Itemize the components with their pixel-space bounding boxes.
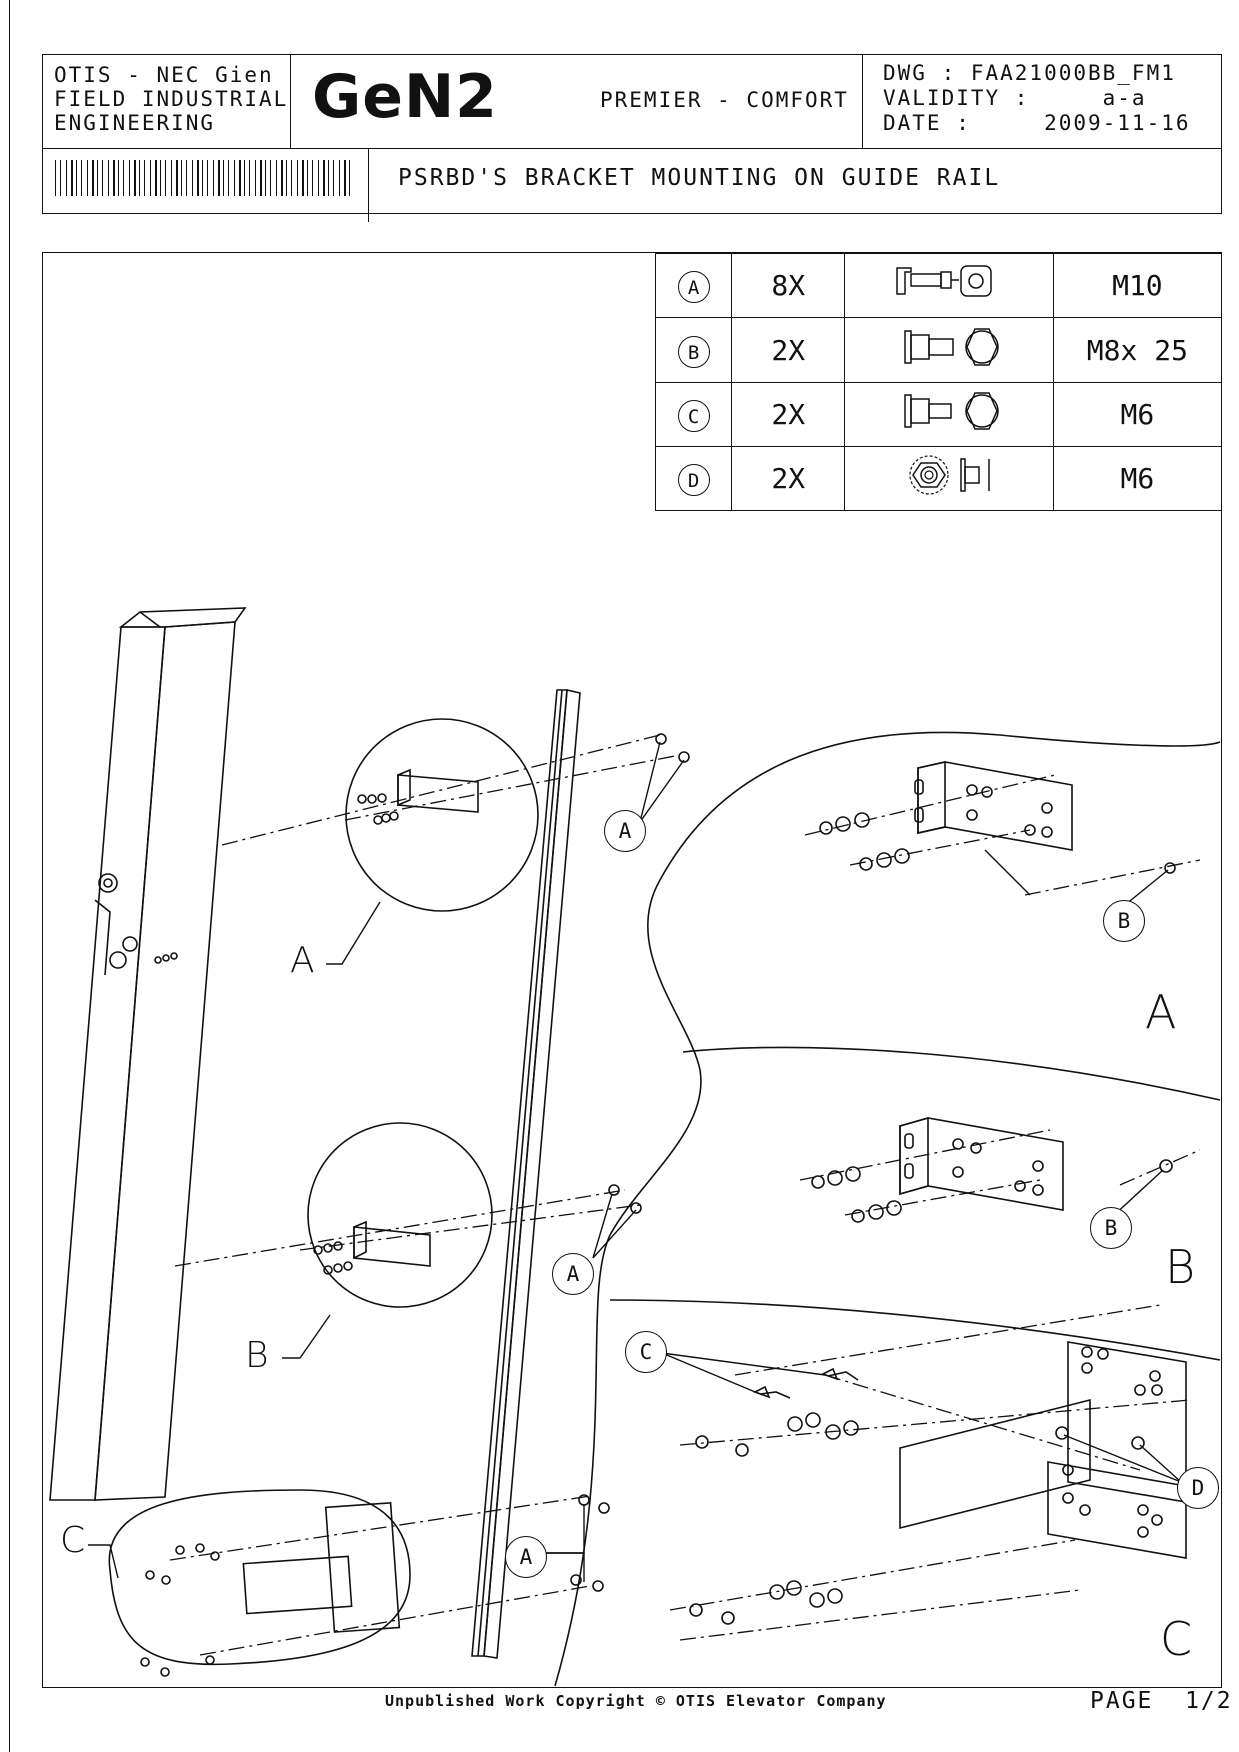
detail-outline-c [108, 1489, 411, 1666]
leader-c [88, 1544, 119, 1579]
part-spec: M8x 25 [1052, 317, 1223, 383]
parts-row: B 2X M8x 25 [654, 317, 1223, 383]
callout-b-detail-b: B [1090, 1207, 1132, 1249]
barcode-icon [55, 160, 350, 196]
region-divider [554, 879, 702, 1687]
parts-row: C 2X M6 [654, 382, 1223, 447]
copyright-notice: Unpublished Work Copyright © OTIS Elevat… [385, 1692, 887, 1710]
title-block-divider-v1 [290, 54, 291, 148]
part-spec: M6 [1052, 382, 1223, 447]
drawing-number: DWG : FAA21000BB_FM1 [883, 61, 1176, 85]
flange-bolt-icon [844, 382, 1054, 447]
detail-label-b: B [245, 1335, 269, 1376]
region-a-boundary [659, 731, 1221, 881]
org-line-1: OTIS - NEC Gien [54, 63, 274, 87]
part-qty: 2X [731, 446, 846, 511]
leader-a [326, 901, 381, 965]
flange-nut-icon [844, 446, 1054, 511]
part-ref: D [677, 464, 710, 496]
detail-circle-a [345, 718, 539, 912]
detail-circle-b [307, 1122, 493, 1308]
psrbd-body [49, 607, 247, 1501]
washer-stack [140, 733, 1176, 1677]
part-ref: A [677, 271, 710, 303]
part-qty: 8X [731, 253, 846, 318]
detail-label-c: C [60, 1520, 86, 1561]
bracket-detail-c [899, 1341, 1187, 1559]
callout-a-middle: A [552, 1253, 594, 1295]
title-block [42, 54, 1222, 214]
region-c-boundary [609, 1299, 1221, 1361]
parts-table: A 8X M10 B 2X M8x 25 [654, 253, 1223, 511]
org-line-2: FIELD INDUSTRIAL [54, 87, 289, 111]
drawing-frame [42, 252, 1222, 1688]
part-qty: 2X [731, 382, 846, 447]
title-block-divider-v3 [368, 148, 369, 222]
section-label-c: C [1160, 1612, 1193, 1666]
validity: VALIDITY : a-a [883, 86, 1147, 110]
org-line-3: ENGINEERING [54, 111, 216, 135]
parts-row: A 8X M10 [654, 253, 1223, 318]
gen2-logo: GeN2 [312, 62, 498, 132]
bracket-detail-b [899, 1116, 1064, 1211]
page-number: PAGE 1/2 [1090, 1688, 1233, 1714]
region-b-boundary [682, 1046, 1221, 1101]
page-left-border [9, 0, 10, 1752]
title-block-divider-h [42, 148, 1222, 149]
callout-c: C [625, 1331, 667, 1373]
part-ref: C [677, 400, 710, 432]
drawing-title: PSRBD'S BRACKET MOUNTING ON GUIDE RAIL [398, 165, 1001, 191]
title-block-divider-v2 [862, 54, 863, 148]
product-name: PREMIER - COMFORT [600, 88, 849, 112]
part-ref: B [677, 335, 710, 368]
callout-a-upper: A [604, 810, 646, 852]
callout-b-detail-a: B [1103, 900, 1145, 942]
date: DATE : 2009-11-16 [883, 111, 1191, 135]
callout-a-lower: A [505, 1536, 547, 1578]
guide-rail [471, 689, 581, 1659]
parts-row: D 2X M6 [654, 446, 1223, 511]
part-spec: M6 [1052, 446, 1223, 511]
detail-label-a: A [290, 940, 315, 981]
leader-b [282, 1314, 331, 1359]
section-label-b: B [1165, 1240, 1196, 1294]
bracket-detail-a [914, 761, 1073, 851]
section-label-a: A [1145, 985, 1177, 1039]
part-spec: M10 [1052, 253, 1223, 318]
callout-d: D [1177, 1467, 1219, 1509]
